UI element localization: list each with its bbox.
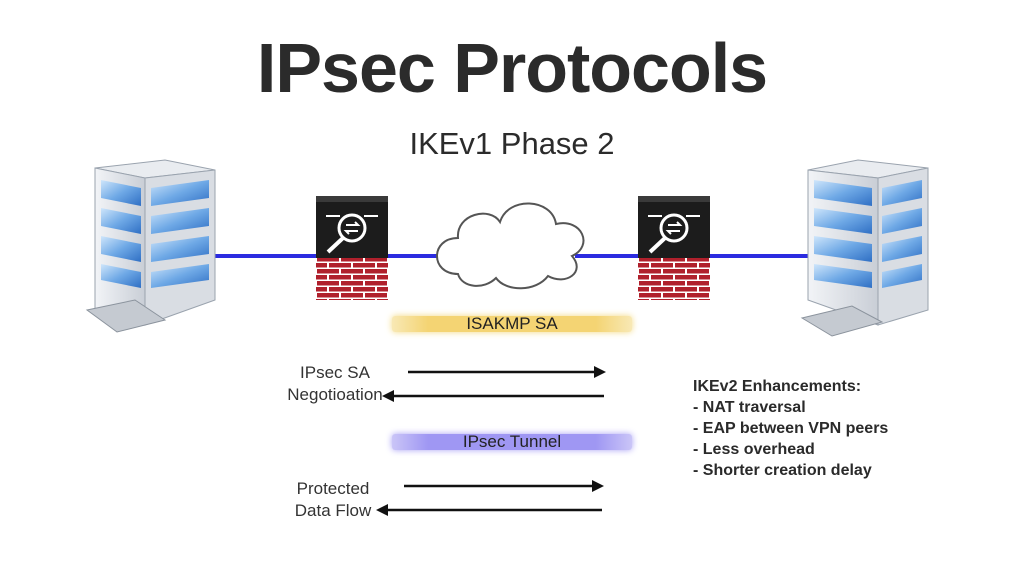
data-flow-label-line: Data Flow xyxy=(294,501,372,520)
isakmp-sa-band: ISAKMP SA xyxy=(392,315,632,332)
building-icon xyxy=(800,159,929,337)
firewall-icon xyxy=(316,196,388,300)
ikev2-enhancements: IKEv2 Enhancements: - NAT traversal - EA… xyxy=(693,376,888,481)
cloud-icon xyxy=(436,202,585,290)
arrow-icon xyxy=(382,366,606,402)
enhancement-item: - Less overhead xyxy=(693,441,815,458)
data-flow-label-line: Protected xyxy=(296,479,370,498)
arrow-icon xyxy=(376,480,604,516)
page-title: IPsec Protocols xyxy=(256,29,768,107)
page-subtitle: IKEv1 Phase 2 xyxy=(409,126,615,161)
enhancements-heading: IKEv2 Enhancements: xyxy=(693,378,862,395)
enhancement-item: - EAP between VPN peers xyxy=(693,420,889,437)
data-flow-label: Protected Data Flow xyxy=(268,478,398,522)
building-icon xyxy=(85,159,216,333)
enhancement-item: - Shorter creation delay xyxy=(693,462,872,479)
negotiation-label-line: IPsec SA xyxy=(300,363,370,382)
firewall-icon xyxy=(638,196,710,300)
enhancement-item: - NAT traversal xyxy=(693,399,806,416)
negotiation-label: IPsec SA Negotioation xyxy=(270,362,400,406)
ipsec-tunnel-band: IPsec Tunnel xyxy=(392,433,632,450)
negotiation-label-line: Negotioation xyxy=(287,385,383,404)
